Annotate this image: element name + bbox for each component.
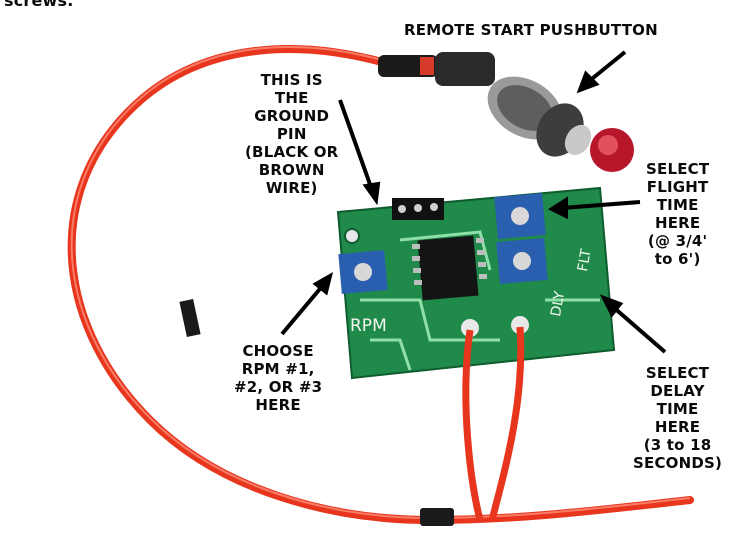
header-fragment: screws. — [4, 0, 74, 10]
pushbutton-switch — [378, 52, 634, 172]
red-wire-highlight — [70, 46, 691, 520]
pad-wire-1 — [462, 329, 484, 521]
red-wire — [67, 45, 694, 525]
annotation-arrows — [280, 50, 667, 354]
pcb-rpm-marking: RPM — [350, 316, 387, 336]
wire-sleeve-bottom — [420, 508, 454, 526]
flight-time-label: SELECT FLIGHT TIME HERE (@ 3/4' to 6') — [646, 160, 710, 268]
wire-sleeve-left — [179, 298, 201, 338]
pcb-board — [336, 186, 616, 380]
ground-pin-label: THIS IS THE GROUND PIN (BLACK OR BROWN W… — [245, 71, 339, 197]
pushbutton-label: REMOTE START PUSHBUTTON — [404, 21, 658, 39]
pad-wire-2 — [488, 326, 525, 521]
rpm-label: CHOOSE RPM #1, #2, OR #3 HERE — [234, 342, 323, 414]
delay-time-label: SELECT DELAY TIME HERE (3 to 18 SECONDS) — [633, 364, 723, 472]
